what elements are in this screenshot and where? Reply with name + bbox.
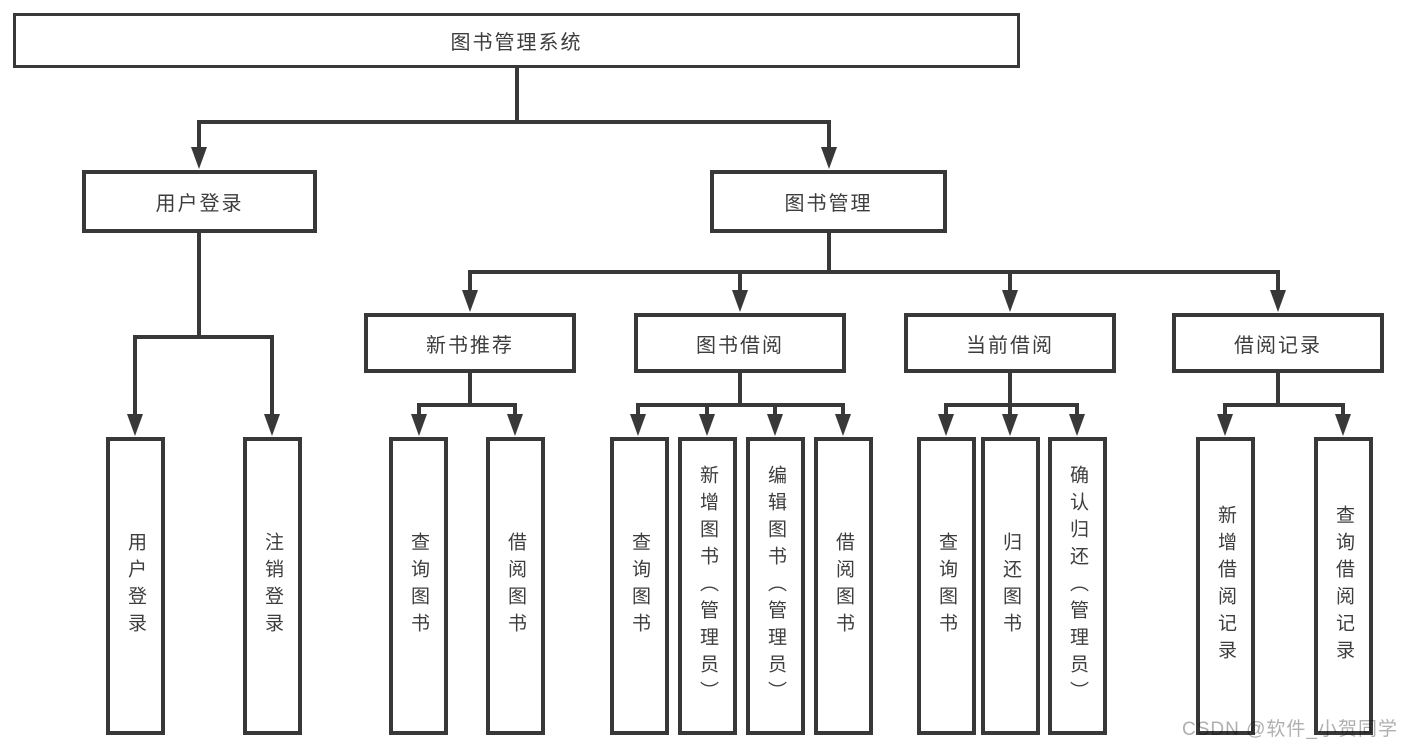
node-book-borrow: 图书借阅 bbox=[634, 313, 846, 373]
arrowhead bbox=[507, 414, 523, 436]
leaf-add-books-admin: 新增图书（管理员） bbox=[678, 437, 737, 735]
leaf-return-books: 归还图书 bbox=[981, 437, 1040, 735]
leaf-label: 新增借阅记录 bbox=[1215, 505, 1236, 667]
leaf-confirm-return-admin: 确认归还（管理员） bbox=[1048, 437, 1107, 735]
leaf-label: 查询借阅记录 bbox=[1333, 505, 1354, 667]
leaf-user-login: 用户登录 bbox=[106, 437, 165, 735]
connector-book-borrow-to-leaves bbox=[636, 373, 845, 416]
leaf-logout: 注销登录 bbox=[243, 437, 302, 735]
node-book-management-label: 图书管理 bbox=[784, 193, 873, 215]
arrowhead bbox=[732, 290, 748, 312]
node-user-login-label: 用户登录 bbox=[155, 193, 244, 215]
connector-book-management-to-level3 bbox=[468, 233, 1280, 292]
leaf-borrow-books: 借阅图书 bbox=[814, 437, 873, 735]
node-book-borrow-label: 图书借阅 bbox=[696, 334, 784, 357]
leaf-label: 注销登录 bbox=[262, 532, 283, 640]
leaf-label: 归还图书 bbox=[1000, 532, 1021, 640]
connector-new-book-recommend-to-leaves bbox=[417, 373, 517, 416]
leaf-add-borrow-record: 新增借阅记录 bbox=[1196, 437, 1255, 735]
leaf-query-books-borrow: 查询图书 bbox=[610, 437, 669, 735]
csdn-watermark: CSDN @软件_小贺同学 bbox=[1182, 719, 1398, 740]
arrowhead bbox=[821, 147, 837, 169]
leaf-label: 编辑图书（管理员） bbox=[765, 464, 786, 708]
leaf-label: 查询图书 bbox=[629, 532, 650, 640]
leaf-label: 借阅图书 bbox=[505, 532, 526, 640]
node-root: 图书管理系统 bbox=[13, 13, 1020, 68]
connector-user-login-to-leaves bbox=[133, 233, 274, 416]
node-book-management: 图书管理 bbox=[710, 170, 947, 233]
arrowhead bbox=[835, 414, 851, 436]
leaf-edit-books-admin: 编辑图书（管理员） bbox=[746, 437, 805, 735]
leaf-label: 借阅图书 bbox=[833, 532, 854, 640]
arrowhead bbox=[630, 414, 646, 436]
connector-borrow-records-to-leaves bbox=[1223, 373, 1345, 416]
leaf-query-borrow-record: 查询借阅记录 bbox=[1314, 437, 1373, 735]
arrowhead bbox=[767, 414, 783, 436]
leaf-label: 确认归还（管理员） bbox=[1067, 464, 1088, 708]
leaf-label: 新增图书（管理员） bbox=[697, 464, 718, 708]
arrowhead bbox=[462, 290, 478, 312]
leaf-borrow-books-recommend: 借阅图书 bbox=[486, 437, 545, 735]
node-user-login: 用户登录 bbox=[82, 170, 317, 233]
arrowhead bbox=[1069, 414, 1085, 436]
leaf-label: 用户登录 bbox=[125, 532, 146, 640]
node-root-label: 图书管理系统 bbox=[450, 32, 583, 54]
node-new-book-recommend: 新书推荐 bbox=[364, 313, 576, 373]
arrowhead bbox=[1002, 414, 1018, 436]
node-current-borrow: 当前借阅 bbox=[904, 313, 1116, 373]
arrowhead bbox=[699, 414, 715, 436]
arrowhead bbox=[1270, 290, 1286, 312]
connector-root-to-level2 bbox=[197, 66, 831, 150]
leaf-label: 查询图书 bbox=[408, 532, 429, 640]
node-current-borrow-label: 当前借阅 bbox=[966, 334, 1054, 357]
arrowhead bbox=[127, 414, 143, 436]
arrowhead bbox=[1002, 290, 1018, 312]
node-borrow-records-label: 借阅记录 bbox=[1234, 334, 1322, 357]
node-new-book-recommend-label: 新书推荐 bbox=[426, 334, 514, 357]
arrowhead bbox=[938, 414, 954, 436]
node-borrow-records: 借阅记录 bbox=[1172, 313, 1384, 373]
leaf-query-books-recommend: 查询图书 bbox=[389, 437, 448, 735]
arrowhead bbox=[411, 414, 427, 436]
connector-current-borrow-to-leaves bbox=[944, 373, 1079, 416]
leaf-label: 查询图书 bbox=[936, 532, 957, 640]
arrowhead bbox=[191, 147, 207, 169]
arrowhead bbox=[1335, 414, 1351, 436]
arrowhead bbox=[264, 414, 280, 436]
arrowhead bbox=[1217, 414, 1233, 436]
leaf-query-books-current: 查询图书 bbox=[917, 437, 976, 735]
